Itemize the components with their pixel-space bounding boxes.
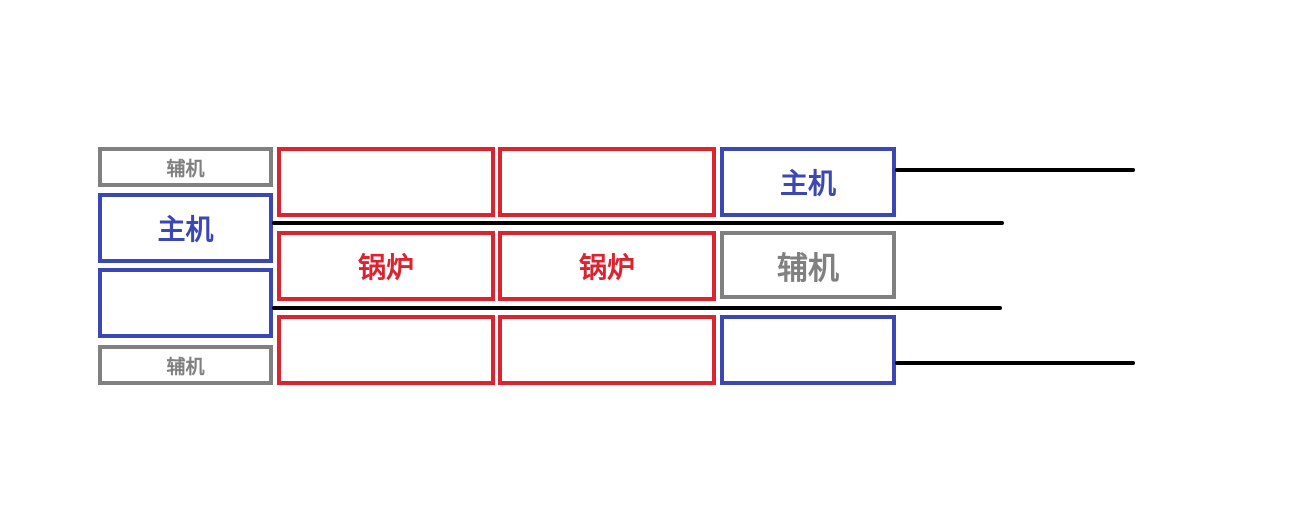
right-aux-box: 辅机 bbox=[720, 231, 896, 299]
connector-line-upper-middle bbox=[272, 221, 1004, 225]
boiler-r1-c2-box bbox=[498, 147, 716, 217]
connector-line-bottom-right bbox=[895, 361, 1135, 365]
boiler-r2-c1-label: 锅炉 bbox=[357, 251, 414, 284]
left-aux-top-label: 辅机 bbox=[166, 157, 205, 180]
right-blank-box bbox=[720, 315, 896, 385]
left-aux-bottom-box: 辅机 bbox=[98, 345, 273, 385]
boiler-r1-c1-box bbox=[277, 147, 495, 217]
boiler-r2-c2-box: 锅炉 bbox=[498, 231, 716, 301]
boiler-r2-c2-label: 锅炉 bbox=[578, 251, 635, 284]
left-main-engine-label: 主机 bbox=[157, 213, 214, 246]
boiler-r3-c2-box bbox=[498, 315, 716, 385]
left-blank-box bbox=[98, 268, 273, 338]
right-main-engine-box: 主机 bbox=[720, 147, 896, 217]
boiler-r3-c1-box bbox=[277, 315, 495, 385]
boiler-r2-c1-box: 锅炉 bbox=[277, 231, 495, 301]
connector-line-top-right bbox=[895, 168, 1135, 172]
right-aux-label: 辅机 bbox=[777, 250, 839, 287]
left-aux-bottom-label: 辅机 bbox=[166, 355, 205, 378]
right-main-engine-label: 主机 bbox=[779, 167, 836, 200]
left-main-engine-box: 主机 bbox=[98, 193, 273, 263]
left-aux-top-box: 辅机 bbox=[98, 147, 273, 187]
connector-line-lower-middle bbox=[272, 306, 1002, 310]
